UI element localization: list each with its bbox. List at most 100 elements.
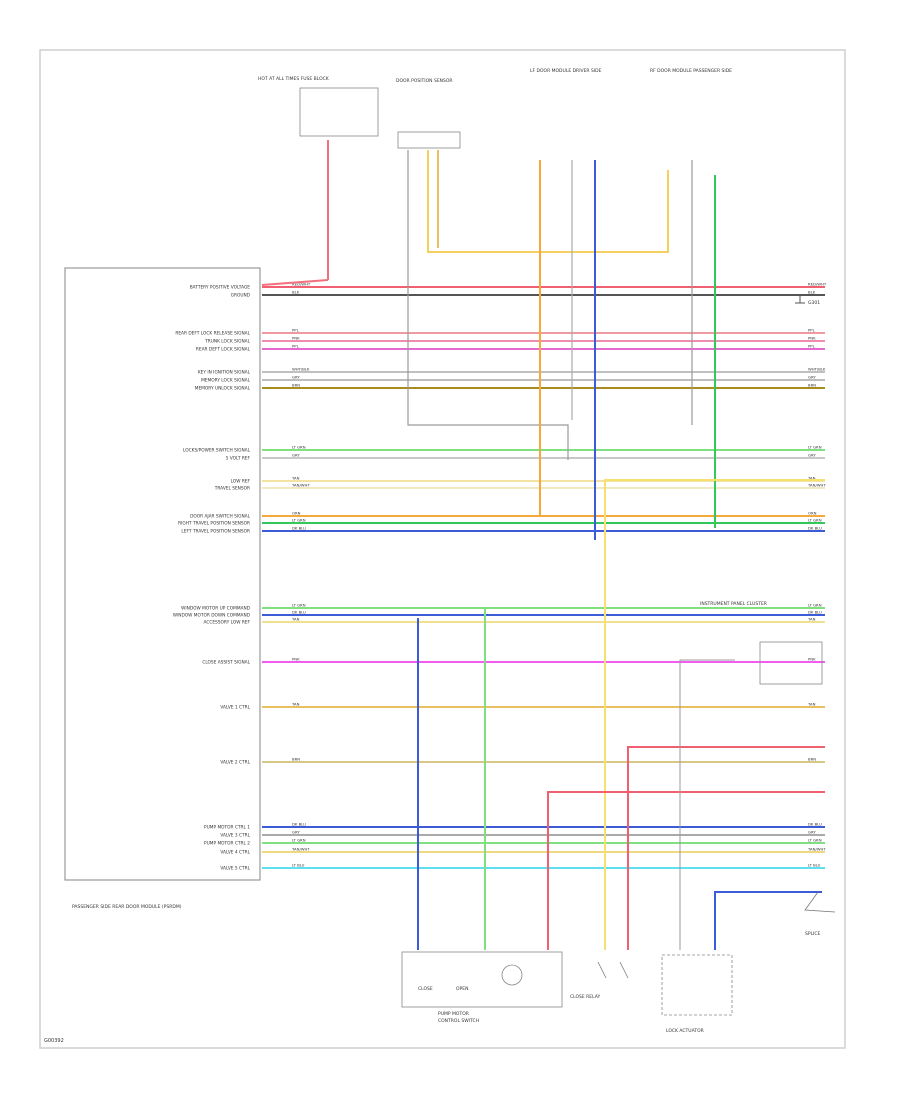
wire-color-label-right: TAN xyxy=(807,476,816,481)
wire-color-label: PPL xyxy=(292,328,300,333)
pin-label: WINDOW MOTOR UP COMMAND xyxy=(181,606,251,612)
wire-color-label-right: BRN xyxy=(808,383,816,388)
pin-label: TRAVEL SENSOR xyxy=(214,486,250,492)
switch-close-label: CLOSE xyxy=(418,986,433,992)
wire-color-label-right: GRY xyxy=(808,375,816,380)
rf-door-module-label: RF DOOR MODULE PASSENGER SIDE xyxy=(650,68,732,74)
wire-color-label: PNK xyxy=(292,336,300,341)
fuse-wire-link xyxy=(261,279,329,286)
wire-color-label: BRN xyxy=(292,383,300,388)
wire-color-label-right: TAN xyxy=(807,617,816,622)
pin-label: REAR DEFT LOCK RELEASE SIGNAL xyxy=(175,331,250,337)
wire-color-label: DK BLU xyxy=(292,822,306,827)
footer-code: G00392 xyxy=(44,1038,64,1044)
wire-color-label-right: TAN xyxy=(807,702,816,707)
wire-color-label: TAN/WHT xyxy=(291,483,310,488)
wire-color-label-right: BLK xyxy=(808,290,816,295)
position-sensor-component: DOOR POSITION SENSOR xyxy=(396,78,669,460)
feed-red-1 xyxy=(547,791,825,950)
module-box xyxy=(64,267,261,881)
ground-right: G301 xyxy=(795,295,820,306)
pump-motor-symbol xyxy=(501,964,523,986)
wire-color-label-right: LT GRN xyxy=(808,603,822,608)
wire-color-label-right: WHT/BLK xyxy=(808,367,826,372)
wire-color-label: LT GRN xyxy=(292,603,306,608)
feed-yellow xyxy=(604,479,825,950)
wire-color-label: TAN xyxy=(291,617,300,622)
wire-color-label: BLK xyxy=(292,290,300,295)
wire-color-label-right: PNK xyxy=(808,657,816,662)
wire-color-label: TAN/WHT xyxy=(291,847,310,852)
feed-red-2 xyxy=(627,746,825,950)
wire-color-label-right: BRN xyxy=(808,757,816,762)
control-switch-label: CONTROL SWITCH xyxy=(438,1018,479,1024)
wire-color-label: ORN xyxy=(292,511,301,516)
relay-contact-1 xyxy=(597,961,607,979)
rf-door-module-component: RF DOOR MODULE PASSENGER SIDE xyxy=(650,68,732,528)
wire-color-label-right: RED/WHT xyxy=(808,282,827,287)
instrument-panel-component: INSTRUMENT PANEL CLUSTER xyxy=(700,601,823,685)
wire-color-label: LT BLU xyxy=(292,863,305,868)
pin-label: PUMP MOTOR CTRL 1 xyxy=(204,825,250,831)
module-title: PASSENGER SIDE REAR DOOR MODULE (PSRDM) xyxy=(72,904,182,910)
wire-color-label: LT GRN xyxy=(292,445,306,450)
wire-color-label: BRN xyxy=(292,757,300,762)
close-relay-label: CLOSE RELAY xyxy=(570,994,600,1000)
pump-motor-label: PUMP MOTOR xyxy=(438,1011,469,1017)
sensor-wire-grey xyxy=(407,150,569,460)
pin-label: VALVE 2 CTRL xyxy=(220,760,250,766)
wire-color-label-right: PPL xyxy=(808,328,816,333)
pin-label: LOCKS/POWER SWITCH SIGNAL xyxy=(183,448,251,454)
close-relay-component: CLOSE RELAY xyxy=(570,961,629,1000)
wire-color-label-right: DK BLU xyxy=(808,526,822,531)
splice-label: SPLICE xyxy=(805,931,821,937)
splice-switch xyxy=(804,891,836,913)
pin-label: VALVE 5 CTRL xyxy=(220,866,250,872)
switch-open-label: OPEN xyxy=(456,986,468,992)
wire-color-label: WHT/BLK xyxy=(292,367,310,372)
wire-color-label: DK BLU xyxy=(292,610,306,615)
pin-label: 5 VOLT REF xyxy=(226,456,251,462)
fuse-block-component: HOT AT ALL TIMES FUSE BLOCK xyxy=(258,76,379,286)
instrument-panel-label: INSTRUMENT PANEL CLUSTER xyxy=(700,601,767,607)
wire-color-label-right: PNK xyxy=(808,336,816,341)
pump-motor-component: CLOSE OPEN PUMP MOTOR CONTROL SWITCH xyxy=(401,951,563,1024)
wire-color-label-right: LT BLU xyxy=(808,863,821,868)
pump-motor-box xyxy=(401,951,563,1008)
wire-color-label: PPL xyxy=(292,344,300,349)
wire-color-label-right: GRY xyxy=(808,453,816,458)
diagram-frame xyxy=(39,49,846,1049)
pin-label: GROUND xyxy=(231,293,251,299)
pin-label: BATTERY POSITIVE VOLTAGE xyxy=(190,285,251,291)
pin-label: TRUNK LOCK SIGNAL xyxy=(204,339,250,345)
lock-actuator-component: LOCK ACTUATOR xyxy=(661,954,733,1034)
wire-color-label-right: DK BLU xyxy=(808,610,822,615)
wire-color-label: GRY xyxy=(292,830,300,835)
pin-label: REAR DEFT LOCK SIGNAL xyxy=(196,347,251,353)
relay-contact-2 xyxy=(619,961,629,979)
wire-color-label: TAN xyxy=(291,476,300,481)
fuse-block-box xyxy=(299,87,379,137)
wire-color-label-right: LT GRN xyxy=(808,518,822,523)
pin-label: DOOR AJAR SWITCH SIGNAL xyxy=(190,514,251,520)
wire-color-label: LT GRN xyxy=(292,518,306,523)
wire-color-label: GRY xyxy=(292,375,300,380)
pin-label: RIGHT TRAVEL POSITION SENSOR xyxy=(178,521,250,527)
feed-grey-switch xyxy=(679,659,735,950)
wire-color-label-right: ORN xyxy=(808,511,817,516)
wire-color-label-right: TAN/WHT xyxy=(807,483,826,488)
feed-blue-switch xyxy=(714,891,822,950)
pin-label: KEY IN IGNITION SIGNAL xyxy=(198,370,251,376)
pin-label: LOW REF xyxy=(231,479,251,485)
wire-color-label-right: TAN/WHT xyxy=(807,847,826,852)
wire-color-label-right: PPL xyxy=(808,344,816,349)
splice-component: SPLICE xyxy=(804,891,836,937)
pin-label: VALVE 1 CTRL xyxy=(220,705,250,711)
lock-actuator-box xyxy=(661,954,733,1016)
pin-label: VALVE 4 CTRL xyxy=(220,850,250,856)
ground-right-label: G301 xyxy=(808,300,820,306)
wire-color-label-right: LT GRN xyxy=(808,445,822,450)
pin-label: PUMP MOTOR CTRL 2 xyxy=(204,841,250,847)
